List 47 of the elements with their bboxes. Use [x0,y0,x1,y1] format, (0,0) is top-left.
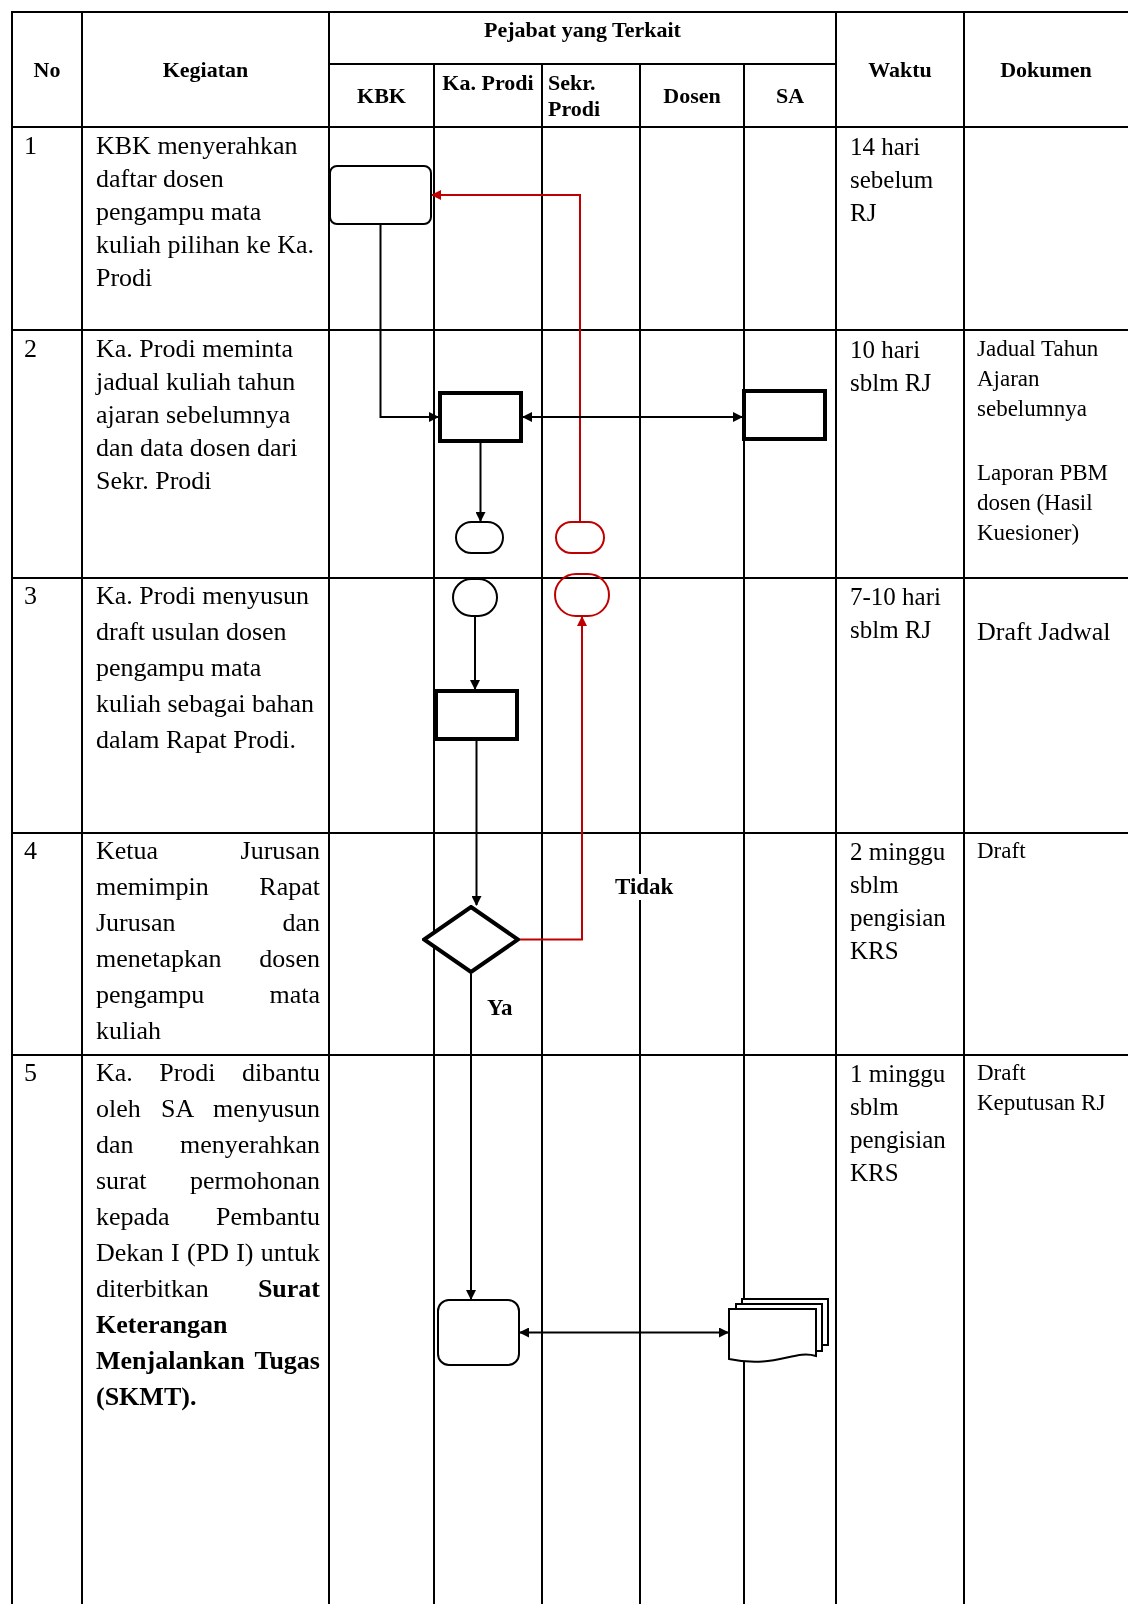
column-header: Dokumen [999,57,1093,83]
document-text: Draft [977,837,1027,865]
arrow [519,616,587,941]
lane-header: Dosen [662,83,722,109]
lane-header: SA [774,83,806,109]
time-text: 10 hari sblm RJ [850,335,933,398]
arrow [470,616,480,690]
document-text: Draft Keputusan RJ [977,1059,1107,1117]
column-header: Kegiatan [161,57,250,83]
row-number: 1 [24,131,38,161]
row-number: 4 [24,836,38,866]
arrow [475,442,486,522]
time-text: 1 minggu sblm pengisian KRS [850,1059,947,1188]
row-number: 3 [24,581,38,611]
lane-header: Sekr. Prodi [548,70,602,122]
column-header: Waktu [867,57,933,83]
column-header: Pejabat yang Terkait [483,17,682,43]
time-text: 2 minggu sblm pengisian KRS [850,837,947,966]
column-header: No [32,57,62,83]
arrow [519,1327,729,1338]
process-box [742,389,827,441]
arrow [466,973,476,1300]
lane-header: Ka. Prodi [441,70,535,96]
activity-text: KBK menyerahkan daftar dosen pengampu mata kuliah pilihan ke Ka. Prodi [96,130,316,294]
time-text: 14 hari sebelum RJ [850,132,935,228]
process-box [329,165,432,225]
decision-diamond [422,905,520,974]
arrow [431,190,581,522]
lane-header: KBK [356,83,407,109]
process-box [438,391,523,443]
activity-text: Ketua Jurusan memimpin Rapat Jurusan dan menetapkan dosen pengampu mata kuliah [96,835,320,1047]
arrow [471,740,482,906]
row-number: 5 [24,1058,38,1088]
document-text: Jadual Tahun Ajaran sebelumnya [977,335,1100,423]
document-text: Draft Jadwal [977,616,1112,648]
activity-text: Ka. Prodi dibantu oleh SA menyusun dan menyerahkan surat permohonan kepada Pembantu Dekan I (PD I) untuk diterbitkan Surat Keterangan Menjalankan Tugas (SKMT). [96,1057,320,1413]
process-box [437,1299,520,1366]
arrow [379,224,439,422]
time-text: 7-10 hari sblm RJ [850,582,942,645]
process-box [434,689,519,741]
row-number: 2 [24,334,38,364]
edge-label: Tidak [614,874,675,900]
multi-document-symbol [728,1297,830,1366]
arrow [522,412,743,422]
activity-text: Ka. Prodi menyusun draft usulan dosen pengampu mata kuliah sebagai bahan dalam Rapat Prodi. [96,580,316,756]
document-text: Laporan PBM dosen (Hasil Kuesioner) [977,459,1109,547]
activity-text: Ka. Prodi meminta jadual kuliah tahun ajaran sebelumnya dan data dosen dari Sekr. Prodi [96,333,299,497]
